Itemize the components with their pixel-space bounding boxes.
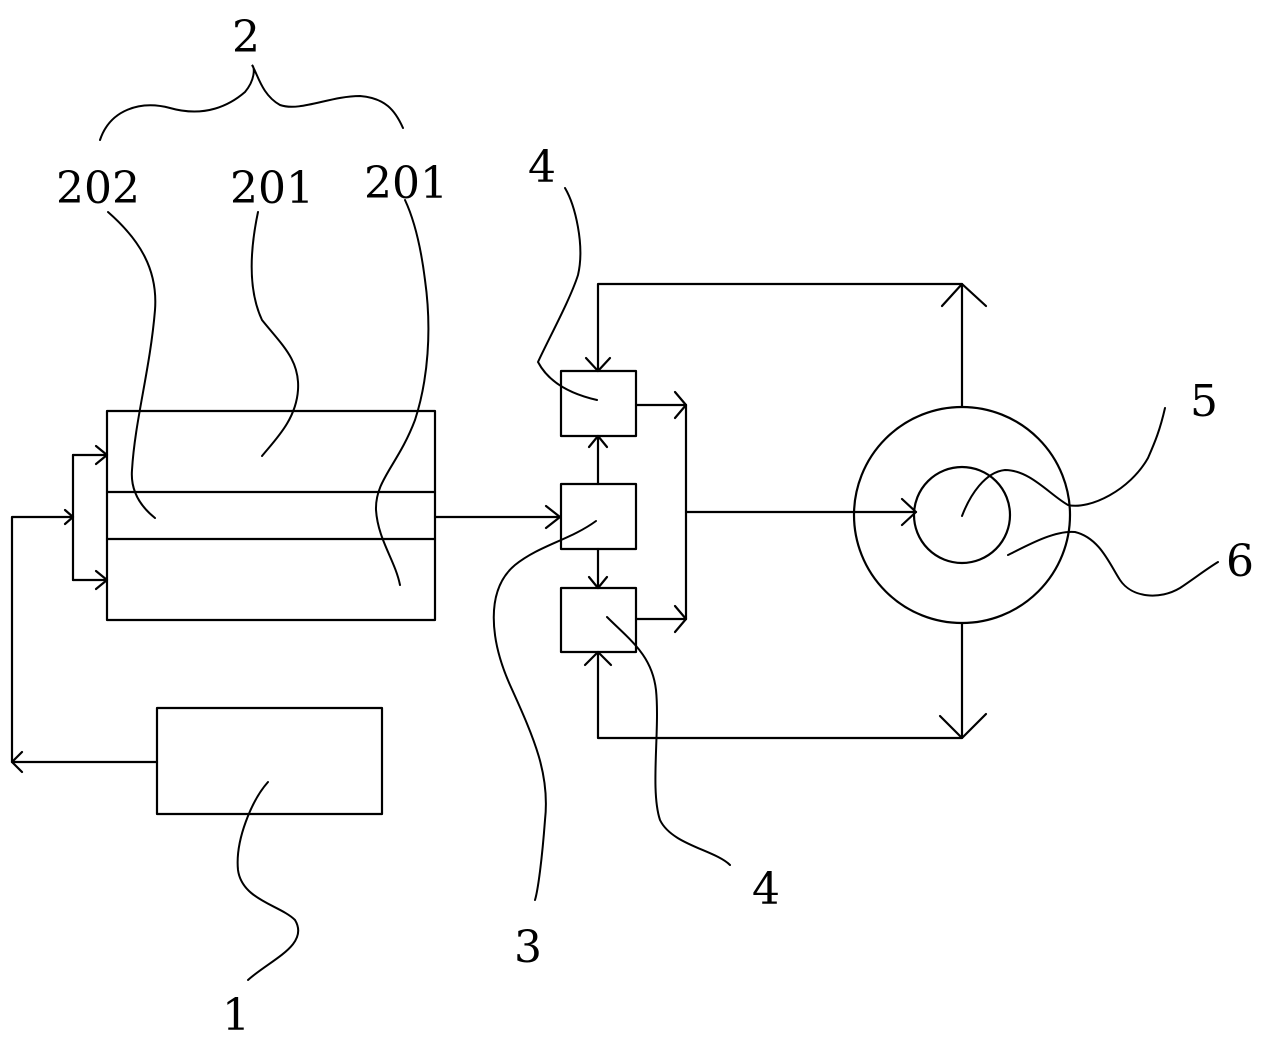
- arrowhead-upper-branch: [94, 444, 109, 466]
- arrowhead-into-4-bottom: [583, 650, 613, 667]
- pipe-1-to-2: [10, 515, 159, 764]
- leader-6: [1007, 530, 1219, 597]
- label-5: 5: [1190, 376, 1218, 427]
- leader-5: [961, 407, 1166, 517]
- arrowhead-down-to-4-bottom: [587, 575, 609, 590]
- label-4-bottom: 4: [752, 864, 780, 915]
- arrowhead-into-4-top: [584, 356, 612, 373]
- group-brace: [99, 64, 404, 141]
- inner-chamber-5: [912, 465, 1012, 565]
- leader-1: [236, 781, 300, 981]
- label-202: 202: [56, 163, 140, 214]
- arrowhead-top-loop-up: [940, 282, 988, 308]
- leader-202: [107, 211, 157, 519]
- label-201-right: 201: [364, 158, 448, 209]
- leader-4-bottom: [606, 616, 731, 866]
- label-4-top: 4: [528, 142, 556, 193]
- leader-3: [492, 520, 597, 901]
- label-3: 3: [514, 922, 542, 973]
- arrowhead-bottom-loop-down: [938, 712, 988, 740]
- label-6: 6: [1226, 536, 1254, 587]
- arrowhead-1-left: [10, 750, 24, 774]
- tank-block: [105, 409, 437, 622]
- label-201-center: 201: [230, 163, 314, 214]
- arrowhead-up-to-4-top: [587, 434, 609, 449]
- arrowhead-lower-branch: [94, 569, 109, 591]
- label-1: 1: [222, 990, 250, 1041]
- arrowhead-into-chamber: [900, 497, 918, 527]
- box-3: [559, 482, 638, 551]
- box-4-bottom: [559, 586, 638, 654]
- leader-201-center: [250, 211, 300, 457]
- leader-4-top: [536, 187, 598, 401]
- return-loop-top: [596, 282, 964, 409]
- return-loop-bottom: [596, 621, 964, 740]
- label-group-2: 2: [232, 12, 260, 63]
- box-4-top: [559, 369, 638, 438]
- box-1: [155, 706, 384, 816]
- leader-201-right: [374, 199, 430, 586]
